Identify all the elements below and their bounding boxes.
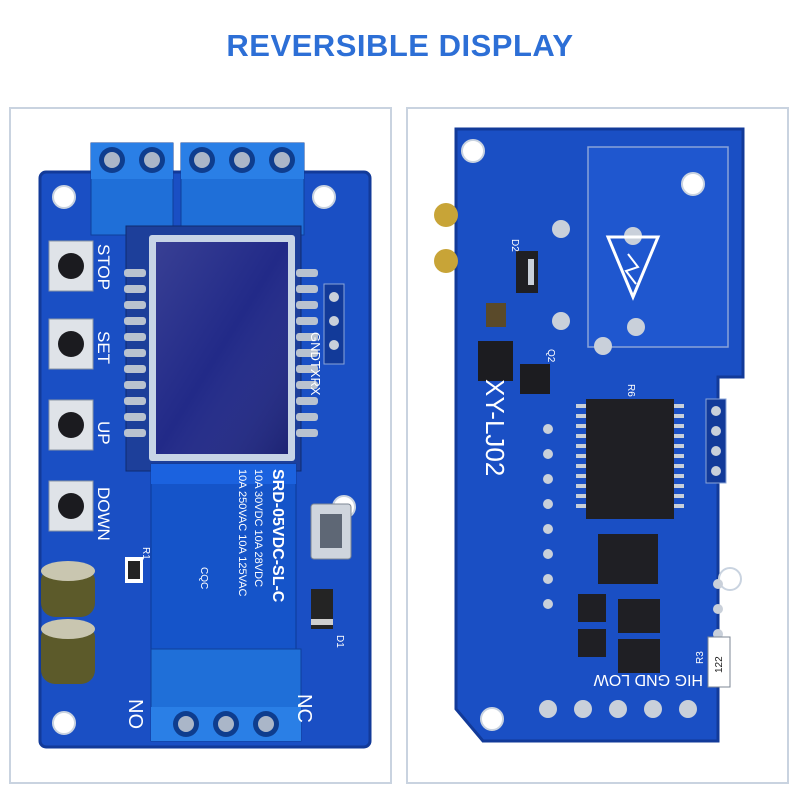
label-down: DOWN — [94, 487, 113, 541]
relay — [150, 463, 297, 665]
relay-rating-2: 10A 30VDC 10A 28VDC — [252, 469, 264, 587]
r1-label: R1 — [140, 547, 151, 560]
r3-value: 122 — [714, 656, 725, 673]
relay-model: SRD-05VDC-SL-C — [269, 469, 286, 603]
mount-hole — [52, 711, 76, 735]
ic-small — [478, 341, 513, 381]
cqc-mark: CQC — [198, 567, 209, 589]
transistor-q2 — [520, 364, 550, 394]
output-terminal-block — [150, 648, 302, 742]
button-up — [48, 399, 94, 451]
button-set — [48, 318, 94, 370]
d2-label: D2 — [509, 239, 520, 252]
uart-header-back — [705, 398, 727, 484]
lcd-module — [125, 225, 302, 472]
main-ic — [586, 399, 674, 519]
back-board-photo: 122 R3 XY-LJ02 HIG GND LOW D2 Q2 R6 — [434, 127, 745, 743]
r6-label: R6 — [625, 384, 636, 397]
mosfet-2 — [618, 639, 660, 673]
power-terminal-block — [90, 142, 174, 236]
label-set: SET — [94, 331, 113, 364]
mount-hole — [461, 139, 485, 163]
mount-hole — [681, 172, 705, 196]
no-label: NO — [124, 699, 146, 729]
button-stop — [48, 240, 94, 292]
pin-labels: HIG GND LOW — [593, 671, 703, 688]
headline: REVERSIBLE DISPLAY — [226, 28, 574, 63]
high-voltage-icon — [605, 235, 661, 301]
front-board-photo: STOP SET UP DOWN GNDTXRX SRD-05VDC-SL-C … — [38, 142, 372, 749]
front-photo-frame: STOP SET UP DOWN GNDTXRX SRD-05VDC-SL-C … — [9, 107, 392, 784]
resistor-r3 — [707, 636, 731, 688]
signal-pads — [539, 700, 697, 718]
d1-label: D1 — [334, 635, 345, 648]
input-terminal-block — [180, 142, 305, 236]
label-up: UP — [94, 421, 113, 445]
mount-hole — [718, 567, 742, 591]
r3-label: R3 — [695, 651, 706, 664]
back-photo-frame: 122 R3 XY-LJ02 HIG GND LOW D2 Q2 R6 — [406, 107, 789, 784]
secondary-ic — [598, 534, 658, 584]
mosfet-1 — [618, 599, 660, 633]
diode-d2 — [516, 251, 538, 293]
mount-hole — [312, 185, 336, 209]
nc-label: NC — [293, 694, 315, 723]
mount-hole — [480, 707, 504, 731]
q2-label: Q2 — [545, 349, 556, 363]
model-label: XY-LJ02 — [480, 379, 510, 476]
uart-label: GNDTXRX — [308, 332, 323, 396]
capacitor-1 — [41, 561, 95, 617]
relay-rating-1: 10A 250VAC 10A 125VAC — [236, 469, 248, 596]
button-down — [48, 480, 94, 532]
mount-hole — [52, 185, 76, 209]
capacitor-2 — [41, 619, 95, 684]
uart-header — [323, 283, 345, 365]
label-stop: STOP — [94, 244, 113, 290]
